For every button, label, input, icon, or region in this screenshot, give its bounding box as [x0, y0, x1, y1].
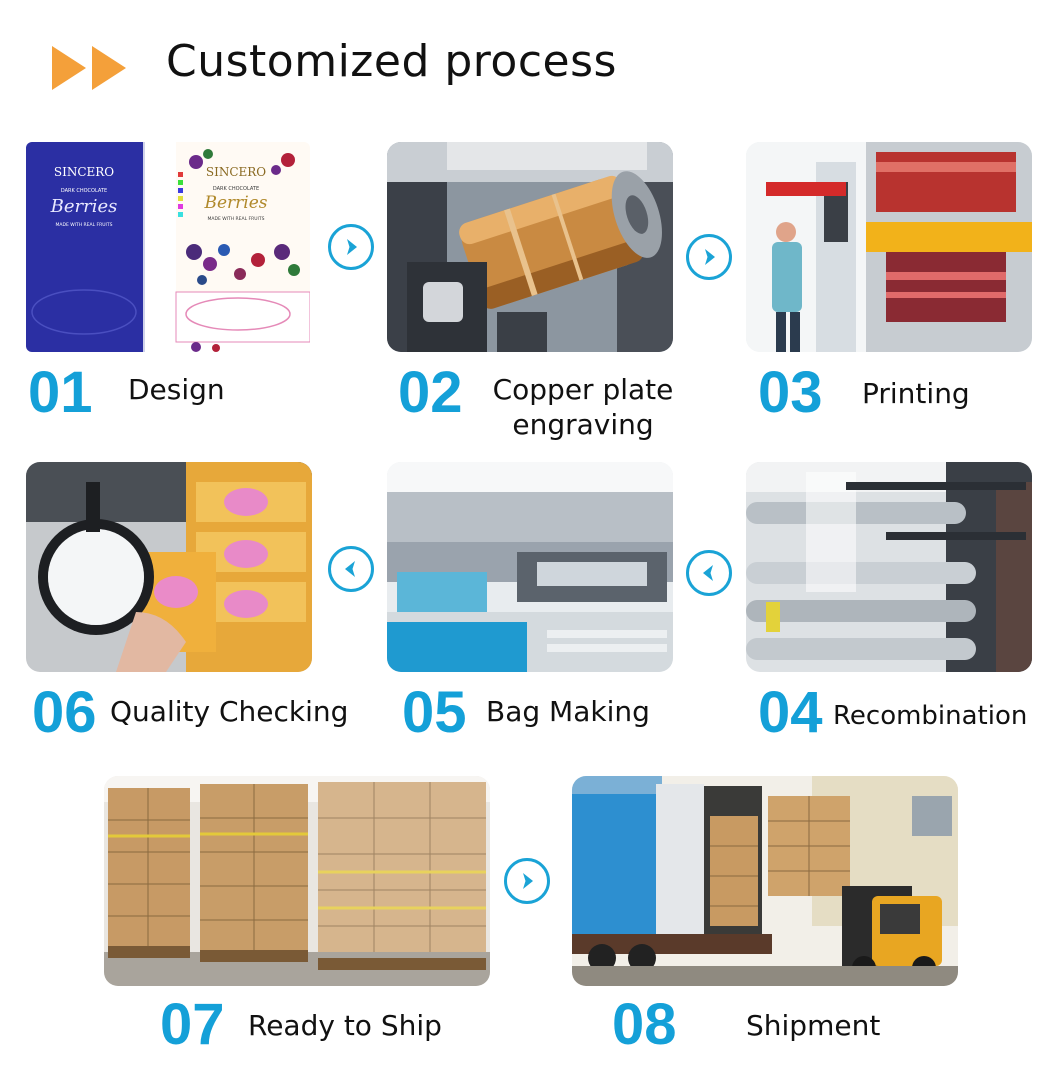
step-number-01: 01 [28, 360, 93, 425]
design-photo: SINCERO DARK CHOCOLATE Berries MADE WITH… [26, 142, 310, 352]
step-label-copper-plate-engraving: Copper plate engraving [492, 373, 674, 441]
next-arrow-button[interactable] [328, 224, 374, 270]
play-triangle-icon [92, 46, 126, 90]
step-label-bag-making: Bag Making [486, 695, 650, 728]
play-triangle-icon [52, 46, 86, 90]
step-label-recombination: Recombination [833, 701, 1028, 731]
design-brand-right: SINCERO [206, 165, 266, 179]
next-arrow-button[interactable] [686, 234, 732, 280]
bag-making-photo [387, 462, 673, 672]
next-arrow-button[interactable] [504, 858, 550, 904]
chevron-left-icon [345, 561, 355, 577]
chevron-left-icon [703, 565, 713, 581]
step-label-printing: Printing [862, 377, 970, 410]
step-label-design: Design [128, 373, 225, 406]
design-product-left: Berries [50, 196, 118, 217]
design-product-right: Berries [203, 193, 267, 213]
ready-to-ship-photo [104, 776, 490, 986]
printing-photo [746, 142, 1032, 352]
step-number-08: 08 [612, 992, 677, 1057]
design-subtitle-right: DARK CHOCOLATE [213, 186, 259, 192]
copper-plate-photo [387, 142, 673, 352]
design-brand-left: SINCERO [54, 165, 114, 179]
recombination-photo [746, 462, 1032, 672]
page-title: Customized process [166, 36, 617, 87]
design-tagline-right: MADE WITH REAL FRUITS [208, 216, 265, 222]
step-number-05: 05 [402, 680, 467, 745]
shipment-photo [572, 776, 958, 986]
step-label-ready-to-ship: Ready to Ship [248, 1009, 442, 1042]
step-number-07: 07 [160, 992, 225, 1057]
chevron-right-icon [347, 239, 357, 255]
chevron-right-icon [523, 873, 533, 889]
quality-checking-photo [26, 462, 312, 672]
chevron-right-icon [705, 249, 715, 265]
step-label-shipment: Shipment [746, 1009, 881, 1042]
step-number-02: 02 [398, 360, 463, 425]
step-number-03: 03 [758, 360, 823, 425]
previous-arrow-button[interactable] [328, 546, 374, 592]
design-tagline-left: MADE WITH REAL FRUITS [56, 222, 113, 228]
step-number-04: 04 [758, 680, 823, 745]
step-label-quality-checking: Quality Checking [110, 695, 349, 728]
design-subtitle-left: DARK CHOCOLATE [61, 188, 107, 194]
step-number-06: 06 [32, 680, 97, 745]
previous-arrow-button[interactable] [686, 550, 732, 596]
